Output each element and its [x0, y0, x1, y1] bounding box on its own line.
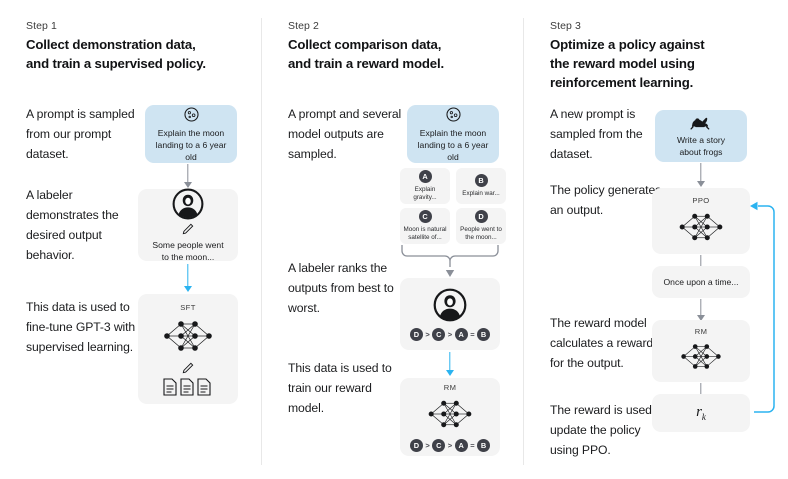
step-3-title: Optimize a policy against the reward mod…: [550, 37, 705, 90]
step-1-labeler-box[interactable]: Some people went to the moon...: [138, 188, 238, 262]
feedback-loop-arrow: [742, 198, 786, 420]
rank-badge-b: B: [477, 438, 491, 452]
step-2-prompt-box[interactable]: Explain the moon landing to a 6 year old: [407, 105, 499, 163]
step-3-rm-box[interactable]: RM: [652, 320, 750, 382]
step-3-reward-box[interactable]: rk: [652, 394, 750, 432]
step-3-column: Step 3 Optimize a policy against the rew…: [524, 0, 786, 479]
option-text-d: People went to the moon...: [460, 226, 502, 241]
step-1-caption-3: This data is used to fine-tune GPT-3 wit…: [26, 300, 136, 354]
option-badge-c: C: [418, 210, 432, 223]
step-2-column: Step 2 Collect comparison data, and trai…: [262, 0, 524, 479]
arrow-labeler-to-sft: [182, 264, 194, 292]
rank-op-2: >: [447, 440, 453, 450]
option-badge-a: A: [418, 170, 432, 183]
step-2-caption-2: A labeler ranks the outputs from best to…: [288, 261, 394, 315]
step-2-caption-1: A prompt and several model outputs are s…: [288, 107, 402, 161]
step-1-column: Step 1 Collect demonstration data, and t…: [0, 0, 262, 479]
step-1-prompt-box[interactable]: Explain the moon landing to a 6 year old: [145, 105, 237, 163]
step-2-labeler-ranking: D > C > A = B: [409, 327, 491, 341]
step-3-ppo-box[interactable]: PPO: [652, 188, 750, 254]
rank-op-1: >: [425, 440, 430, 450]
step-3-caption-1: A new prompt is sampled from the dataset…: [550, 107, 643, 161]
neural-network-icon: [675, 207, 727, 247]
sft-tag: SFT: [180, 302, 196, 312]
step-3-output-text: Once upon a time...: [663, 277, 739, 287]
arrow-output-to-rm: [695, 299, 707, 321]
step-1-prompt-text: Explain the moon landing to a 6 year old: [155, 127, 227, 162]
option-text-c: Moon is natural satellite of...: [403, 226, 447, 241]
step-1-sft-box[interactable]: SFT: [138, 294, 238, 404]
neural-network-icon: [677, 338, 725, 375]
output-option-b[interactable]: B Explain war...: [456, 168, 506, 204]
step-1-title: Collect demonstration data, and train a …: [26, 37, 206, 71]
labeler-person-icon: [433, 288, 467, 322]
arrow-labeler-to-rm: [444, 352, 456, 376]
step-2-rm-box[interactable]: RM: [400, 378, 500, 456]
neural-network-icon: [159, 314, 217, 358]
rank-badge-b: B: [477, 327, 491, 341]
rank-badge-c: C: [432, 327, 446, 341]
neural-network-icon: [424, 394, 476, 434]
option-text-a: Explain gravity...: [413, 186, 437, 201]
step-1-caption-1: A prompt is sampled from our prompt data…: [26, 107, 135, 161]
output-option-d[interactable]: D People went to the moon...: [456, 208, 506, 244]
step-2-labeler-box[interactable]: D > C > A = B: [400, 278, 500, 350]
rank-op-1: >: [425, 329, 430, 339]
step-2-label: Step 2: [288, 20, 319, 32]
three-documents-icon: [162, 377, 214, 396]
labeler-person-icon: [172, 188, 204, 220]
rm-tag: RM: [694, 327, 708, 336]
step-2-rm-ranking: D > C > A = B: [409, 438, 491, 452]
rank-badge-a: A: [454, 327, 468, 341]
step-3-prompt-box[interactable]: Write a story about frogs: [655, 110, 747, 162]
step-1-label: Step 1: [26, 20, 57, 32]
step-3-output-box[interactable]: Once upon a time...: [652, 266, 750, 298]
brace-outputs-to-labeler: [394, 245, 506, 277]
step-1-labeler-text: Some people went to the moon...: [152, 239, 224, 262]
step-1-caption-2: A labeler demonstrates the desired outpu…: [26, 188, 119, 262]
frog-icon: [689, 114, 713, 130]
step-3-label: Step 3: [550, 20, 581, 32]
rank-badge-a: A: [454, 438, 468, 452]
column-divider-2: [523, 18, 524, 465]
arrow-prompt-to-labeler: [182, 164, 194, 188]
ppo-tag: PPO: [692, 195, 710, 205]
option-badge-b: B: [474, 174, 488, 187]
pencil-icon: [181, 222, 195, 236]
rank-op-3: =: [470, 440, 475, 450]
reward-symbol: rk: [696, 404, 706, 422]
rank-op-3: =: [470, 329, 475, 339]
step-3-caption-4: The reward is used to update the policy …: [550, 403, 666, 457]
step-2-prompt-text: Explain the moon landing to a 6 year old: [417, 127, 489, 162]
output-option-c[interactable]: C Moon is natural satellite of...: [400, 208, 450, 244]
step-2-title: Collect comparison data, and train a rew…: [288, 37, 445, 71]
step-2-caption-3: This data is used to train our reward mo…: [288, 361, 392, 415]
option-text-b: Explain war...: [462, 190, 500, 197]
rm-tag: RM: [443, 382, 457, 392]
pencil-icon: [181, 361, 195, 375]
rank-op-2: >: [447, 329, 453, 339]
moon-icon: [445, 106, 462, 123]
output-option-a[interactable]: A Explain gravity...: [400, 168, 450, 204]
step-3-caption-2: The policy generates an output.: [550, 183, 662, 217]
arrow-prompt-to-ppo: [695, 163, 707, 187]
rank-badge-d: D: [409, 327, 423, 341]
rank-badge-c: C: [432, 438, 446, 452]
rank-badge-d: D: [409, 438, 423, 452]
step-3-caption-3: The reward model calculates a reward for…: [550, 316, 654, 370]
step-3-prompt-text: Write a story about frogs: [676, 135, 726, 157]
moon-icon: [183, 106, 200, 123]
option-badge-d: D: [474, 210, 488, 223]
column-divider-1: [261, 18, 262, 465]
